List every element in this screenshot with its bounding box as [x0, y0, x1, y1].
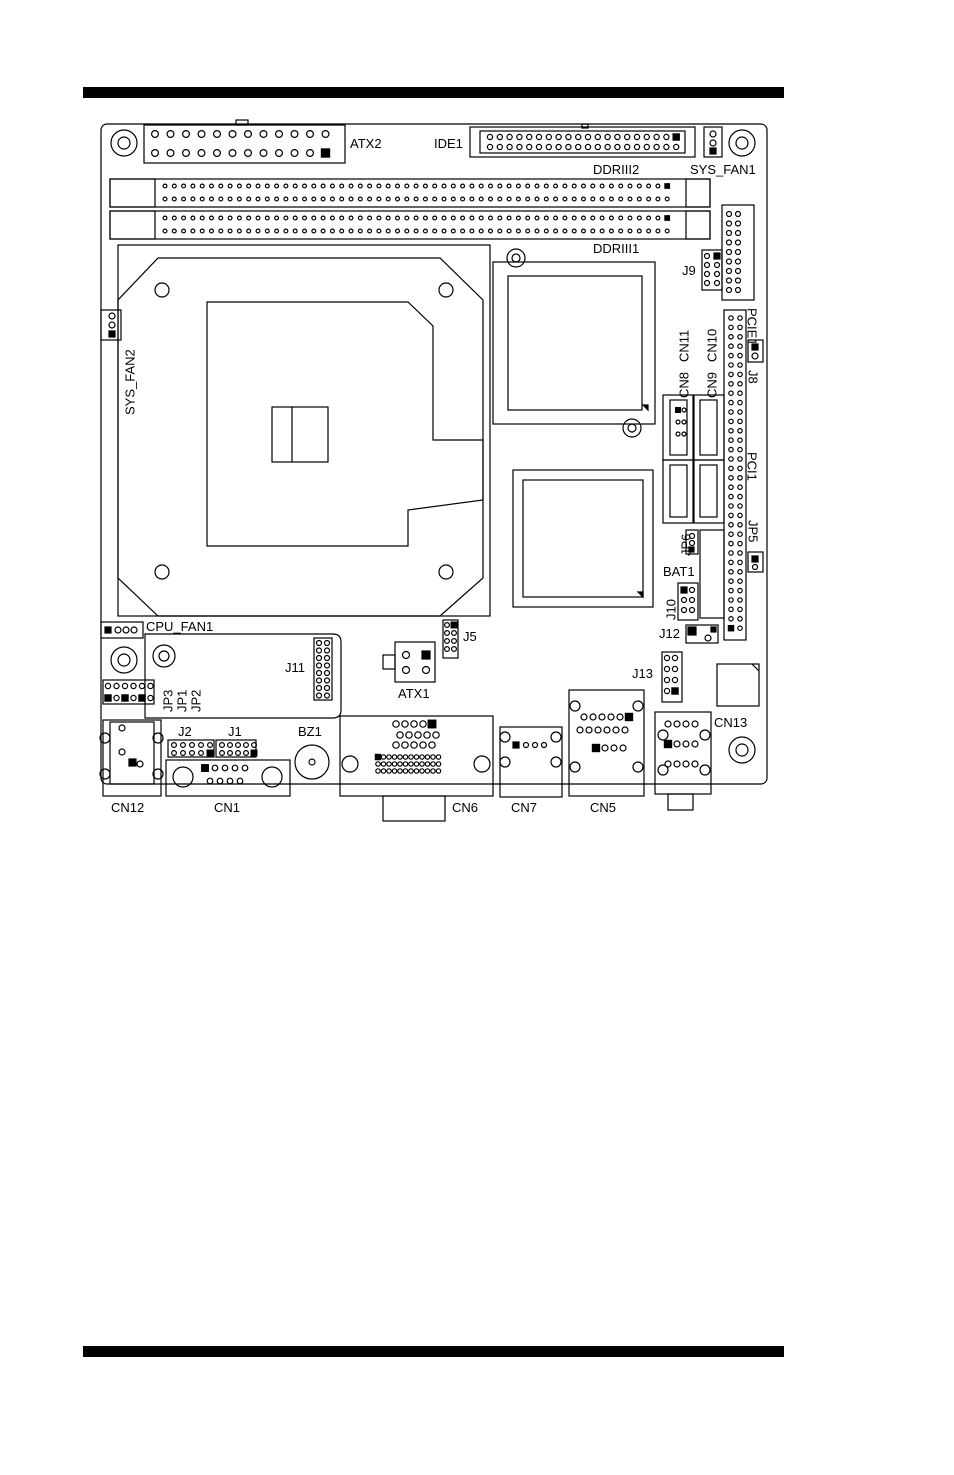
bz1-buzzer: [294, 744, 330, 780]
board-outline: [100, 123, 768, 785]
top-rule: [83, 87, 784, 98]
atx1-connector: [382, 641, 436, 683]
cn11-connector: [693, 459, 725, 524]
pcie1-pci1-slot: [723, 309, 747, 641]
j5-header: [442, 619, 459, 659]
cn9-connector: [693, 394, 725, 461]
j9-label: J9: [682, 263, 696, 278]
cn8-label: CN8: [677, 372, 692, 398]
chipset-upper: [492, 248, 656, 438]
bottom-rule: [83, 1346, 784, 1357]
cn1-connector: [165, 759, 291, 797]
j10-header: [677, 582, 699, 621]
j2-label: J2: [178, 724, 192, 739]
j13-header: [661, 651, 683, 703]
j12-label: J12: [659, 626, 680, 641]
ide1-label: IDE1: [434, 136, 463, 151]
jp6-jumper: [685, 529, 699, 555]
j8-header: [747, 339, 764, 363]
j1-header: [215, 739, 258, 758]
cn12-connector: [99, 719, 164, 797]
cn11-label: CN11: [677, 330, 692, 362]
cn7-label: CN7: [511, 800, 537, 815]
ddr1-slot: [109, 210, 711, 240]
jp6-label: JP6: [679, 534, 694, 556]
cn13-label: CN13: [714, 715, 747, 730]
atx2-connector: [143, 119, 346, 164]
cn9-label: CN9: [705, 372, 720, 398]
atx1-label: ATX1: [398, 686, 430, 701]
jp3-label: JP3: [161, 690, 176, 712]
j11-label: J11: [285, 660, 305, 675]
cpu-fan1-connector: [100, 621, 144, 639]
cn7-connector: [499, 726, 563, 798]
j2-header: [167, 739, 215, 758]
cn6-connector: [339, 715, 494, 822]
pcie1-label: PCIE1: [745, 308, 760, 346]
cn13-connector: [654, 711, 712, 811]
j8-label: J8: [746, 370, 761, 384]
chipset-lower: [512, 469, 654, 608]
right-lower-component: [716, 663, 760, 707]
sys-fan1-label: SYS_FAN1: [690, 162, 756, 177]
cn10-connector: [662, 459, 694, 524]
ddr1-label: DDRIII1: [593, 241, 639, 256]
right-upper-header: [721, 204, 755, 301]
j12-header: [685, 624, 719, 644]
j10-label: J10: [664, 599, 679, 620]
cn12-label: CN12: [111, 800, 144, 815]
mount-hole-bottom-right: [728, 736, 756, 764]
jp5-jumper: [747, 551, 764, 573]
ddr2-slot: [109, 178, 711, 208]
cn5-connector: [568, 689, 645, 797]
jp5-label: JP5: [746, 520, 761, 542]
ddr2-label: DDRIII2: [593, 162, 639, 177]
bat1-label: BAT1: [663, 564, 695, 579]
bat1-battery: [699, 529, 725, 619]
ide1-connector: [469, 123, 696, 158]
atx2-label: ATX2: [350, 136, 382, 151]
cpu-fan1-label: CPU_FAN1: [146, 619, 213, 634]
j9-header: [701, 249, 723, 291]
cn6-label: CN6: [452, 800, 478, 815]
mount-hole-left: [110, 646, 138, 674]
cn8-connector: [662, 394, 694, 461]
cpu-socket: [117, 244, 491, 617]
j1-label: J1: [228, 724, 242, 739]
mount-hole-cpu: [152, 644, 176, 668]
mount-hole-top-right: [728, 129, 756, 157]
cn10-label: CN10: [705, 329, 720, 362]
j13-label: J13: [632, 666, 653, 681]
sys-fan2-label: SYS_FAN2: [123, 349, 138, 415]
sys-fan2-connector: [100, 309, 122, 341]
j5-label: J5: [463, 629, 477, 644]
sys-fan1-connector: [703, 126, 723, 158]
jp2-label: JP2: [189, 690, 204, 712]
jp1-label: JP1: [175, 690, 190, 712]
cn1-label: CN1: [214, 800, 240, 815]
jp-jumpers: [102, 679, 155, 705]
pci1-label: PCI1: [745, 452, 760, 481]
cn5-label: CN5: [590, 800, 616, 815]
j11-region: [144, 633, 342, 719]
bz1-label: BZ1: [298, 724, 322, 739]
mount-hole-top-left: [110, 129, 138, 157]
